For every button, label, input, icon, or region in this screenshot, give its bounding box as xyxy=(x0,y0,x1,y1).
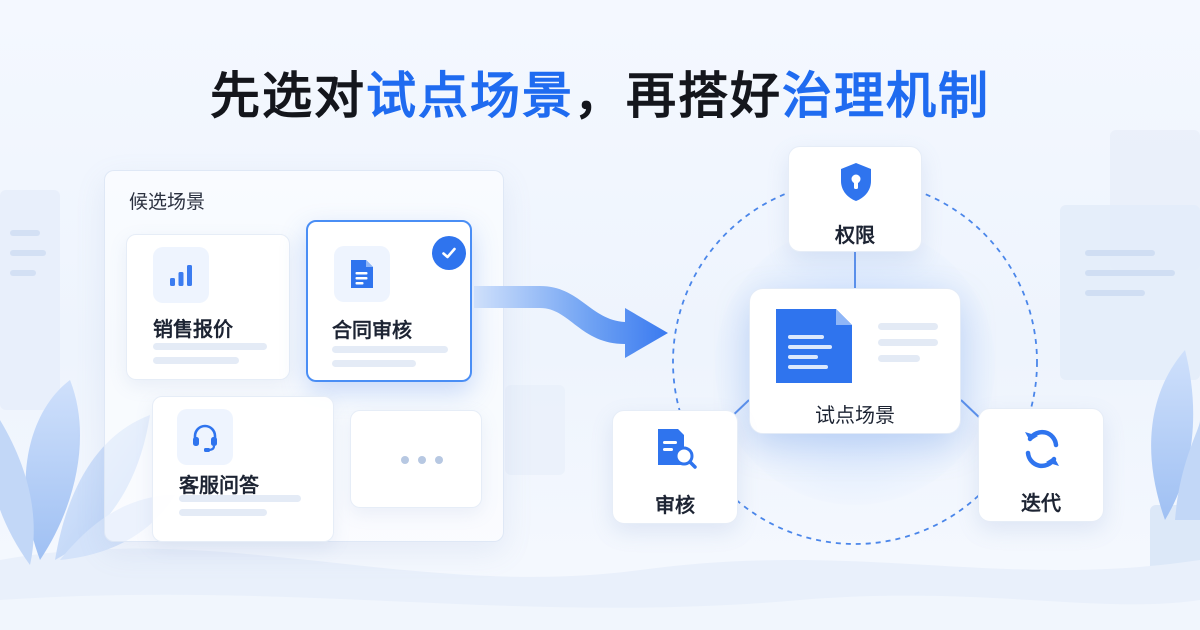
scenario-card-customer-service[interactable]: 客服问答 xyxy=(152,396,334,542)
placeholder-line xyxy=(153,343,267,350)
title-highlight-1: 试点场景 xyxy=(366,67,574,125)
scenario-label: 合同审核 xyxy=(332,318,412,342)
title-part-1: 先选对 xyxy=(210,67,366,125)
shield-lock-icon xyxy=(841,163,871,201)
headset-icon xyxy=(177,409,233,465)
document-icon xyxy=(334,246,390,302)
scenario-card-more[interactable] xyxy=(350,410,482,508)
document-icon xyxy=(776,309,852,383)
governance-node-permission[interactable]: 权限 xyxy=(788,146,922,252)
center-label: 试点场景 xyxy=(815,403,895,427)
document-search-icon xyxy=(658,429,697,469)
scenario-label: 销售报价 xyxy=(153,317,233,341)
bar-chart-icon xyxy=(153,247,209,303)
placeholder-line xyxy=(878,355,920,362)
placeholder-line xyxy=(878,323,938,330)
page-title: 先选对试点场景，再搭好治理机制 xyxy=(0,56,1200,128)
placeholder-line xyxy=(332,346,448,353)
panel-label: 候选场景 xyxy=(129,191,206,213)
scenario-card-sales-quote[interactable]: 销售报价 xyxy=(126,234,290,380)
governance-node-review[interactable]: 审核 xyxy=(612,410,738,524)
scenario-label: 客服问答 xyxy=(179,473,259,497)
node-label: 迭代 xyxy=(1021,491,1061,515)
refresh-icon xyxy=(1025,429,1059,469)
more-dots-icon xyxy=(401,456,443,464)
governance-node-iteration[interactable]: 迭代 xyxy=(978,408,1104,522)
scenario-card-contract-review[interactable]: 合同审核 xyxy=(306,220,472,382)
placeholder-line xyxy=(332,360,416,367)
check-icon xyxy=(432,236,466,270)
placeholder-line xyxy=(153,357,239,364)
node-label: 审核 xyxy=(655,493,695,517)
node-label: 权限 xyxy=(835,223,875,247)
center-pilot-scenario[interactable]: 试点场景 xyxy=(749,288,961,434)
placeholder-line xyxy=(878,339,938,346)
title-part-3: ，再搭好 xyxy=(574,67,782,125)
placeholder-line xyxy=(179,509,267,516)
placeholder-line xyxy=(179,495,301,502)
title-highlight-2: 治理机制 xyxy=(782,67,990,125)
